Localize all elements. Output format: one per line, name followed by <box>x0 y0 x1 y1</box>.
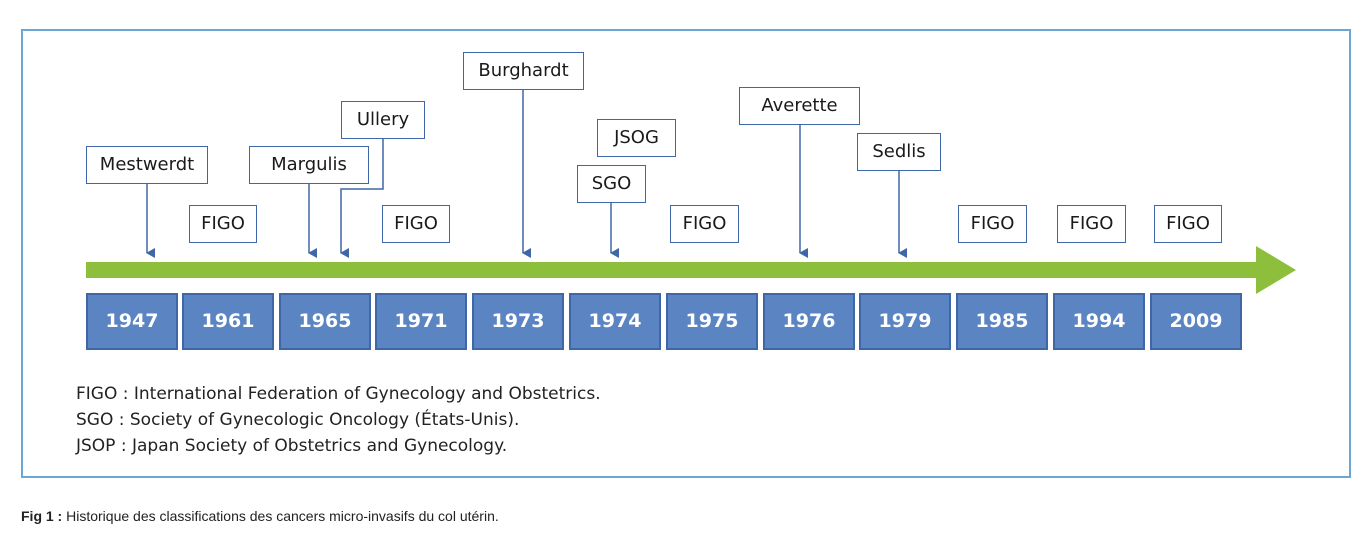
label-sedlis: Sedlis <box>857 133 941 171</box>
year-box: 1965 <box>279 293 371 350</box>
timeline-arrow-shaft <box>86 262 1258 278</box>
legend-jsop: JSOP : Japan Society of Obstetrics and G… <box>76 436 508 456</box>
year-box: 1971 <box>375 293 467 350</box>
year-box: 1985 <box>956 293 1048 350</box>
year-box: 1961 <box>182 293 274 350</box>
label-figo-1985: FIGO <box>958 205 1027 243</box>
legend-sgo: SGO : Society of Gynecologic Oncology (É… <box>76 410 520 430</box>
year-box: 2009 <box>1150 293 1242 350</box>
figure-caption: Fig 1 : Historique des classifications d… <box>21 508 499 524</box>
year-box: 1979 <box>859 293 951 350</box>
timeline-arrow-head <box>1256 246 1296 294</box>
year-box: 1976 <box>763 293 855 350</box>
legend-figo: FIGO : International Federation of Gynec… <box>76 384 601 404</box>
year-box: 1974 <box>569 293 661 350</box>
label-ullery: Ullery <box>341 101 425 139</box>
label-averette: Averette <box>739 87 860 125</box>
year-box: 1975 <box>666 293 758 350</box>
label-figo-1961: FIGO <box>189 205 257 243</box>
label-burghardt: Burghardt <box>463 52 584 90</box>
year-box: 1994 <box>1053 293 1145 350</box>
label-figo-1971: FIGO <box>382 205 450 243</box>
label-margulis: Margulis <box>249 146 369 184</box>
caption-text: Historique des classifications des cance… <box>62 508 499 524</box>
label-mestwerdt: Mestwerdt <box>86 146 208 184</box>
figure-frame <box>21 29 1351 478</box>
caption-label: Fig 1 : <box>21 508 63 524</box>
label-jsog: JSOG <box>597 119 676 157</box>
label-figo-2009: FIGO <box>1154 205 1222 243</box>
label-sgo: SGO <box>577 165 646 203</box>
year-box: 1973 <box>472 293 564 350</box>
year-box: 1947 <box>86 293 178 350</box>
label-figo-1994: FIGO <box>1057 205 1126 243</box>
label-figo-1975: FIGO <box>670 205 739 243</box>
